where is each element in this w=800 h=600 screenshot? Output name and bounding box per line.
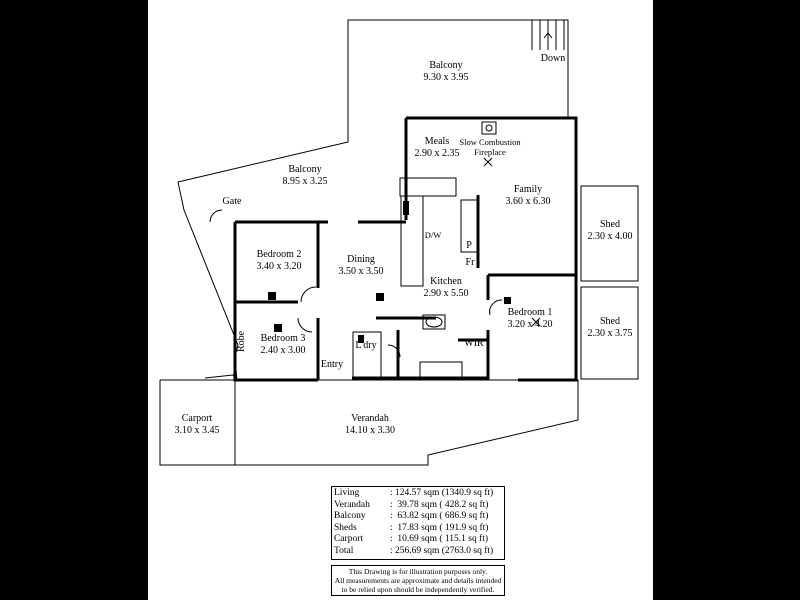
fireplace-box	[481, 121, 497, 135]
disclaimer: This Drawing is for illustration purpose…	[331, 565, 505, 596]
disclaimer-line-2: All measurements are approximate and det…	[334, 576, 502, 585]
label-robe: Robe	[236, 330, 248, 353]
label-pantry: P	[466, 240, 472, 251]
area-value: : 124.57 sqm (1340.9 sq ft)	[390, 488, 494, 498]
area-value: : 17.83 sqm ( 191.9 sq ft)	[390, 522, 489, 533]
area-label: Verandah	[334, 499, 370, 510]
area-label: Carport	[334, 534, 364, 545]
label-fridge: Fr	[465, 257, 475, 268]
gate-door	[209, 209, 223, 223]
area-label: Total	[334, 545, 354, 556]
area-row: Total : 256.69 sqm (2763.0 sq ft)	[334, 546, 502, 558]
kitchen-bench	[399, 177, 457, 197]
area-row: Living : 124.57 sqm (1340.9 sq ft)	[334, 488, 502, 500]
disclaimer-line-3: to be relied upon should be independentl…	[341, 585, 495, 594]
area-row: Verandah : 39.78 sqm ( 428.2 sq ft)	[334, 500, 502, 512]
area-label: Balcony	[334, 511, 366, 522]
label-entry: Entry	[320, 359, 344, 370]
label-gate: Gate	[222, 196, 242, 207]
area-value: : 256.69 sqm (2763.0 sq ft)	[390, 545, 494, 556]
shed-2	[580, 286, 639, 380]
label-dishwasher: D/W	[424, 230, 442, 240]
area-row: Sheds : 17.83 sqm ( 191.9 sq ft)	[334, 523, 502, 535]
area-label: Living	[334, 488, 360, 498]
exterior-walls	[406, 116, 578, 382]
area-summary-table: Living : 124.57 sqm (1340.9 sq ft) Veranda…	[331, 486, 505, 560]
area-row: Balcony : 63.82 sqm ( 686.9 sq ft)	[334, 511, 502, 523]
area-value: : 10.69 sqm ( 115.1 sq ft)	[390, 534, 489, 545]
area-value: : 63.82 sqm ( 686.9 sq ft)	[390, 511, 489, 522]
label-laundry: L'dry	[355, 340, 377, 351]
floor-plan-drawing	[159, 19, 639, 466]
stairs-down	[531, 20, 565, 50]
area-label: Sheds	[334, 522, 357, 533]
disclaimer-line-1: This Drawing is for illustration purpose…	[348, 567, 488, 576]
shed-1	[580, 185, 639, 282]
area-row: Carport : 10.69 sqm ( 115.1 sq ft)	[334, 534, 502, 546]
label-down: Down	[540, 53, 566, 64]
label-wir: WIR	[464, 338, 484, 349]
area-value: : 39.78 sqm ( 428.2 sq ft)	[390, 499, 489, 510]
